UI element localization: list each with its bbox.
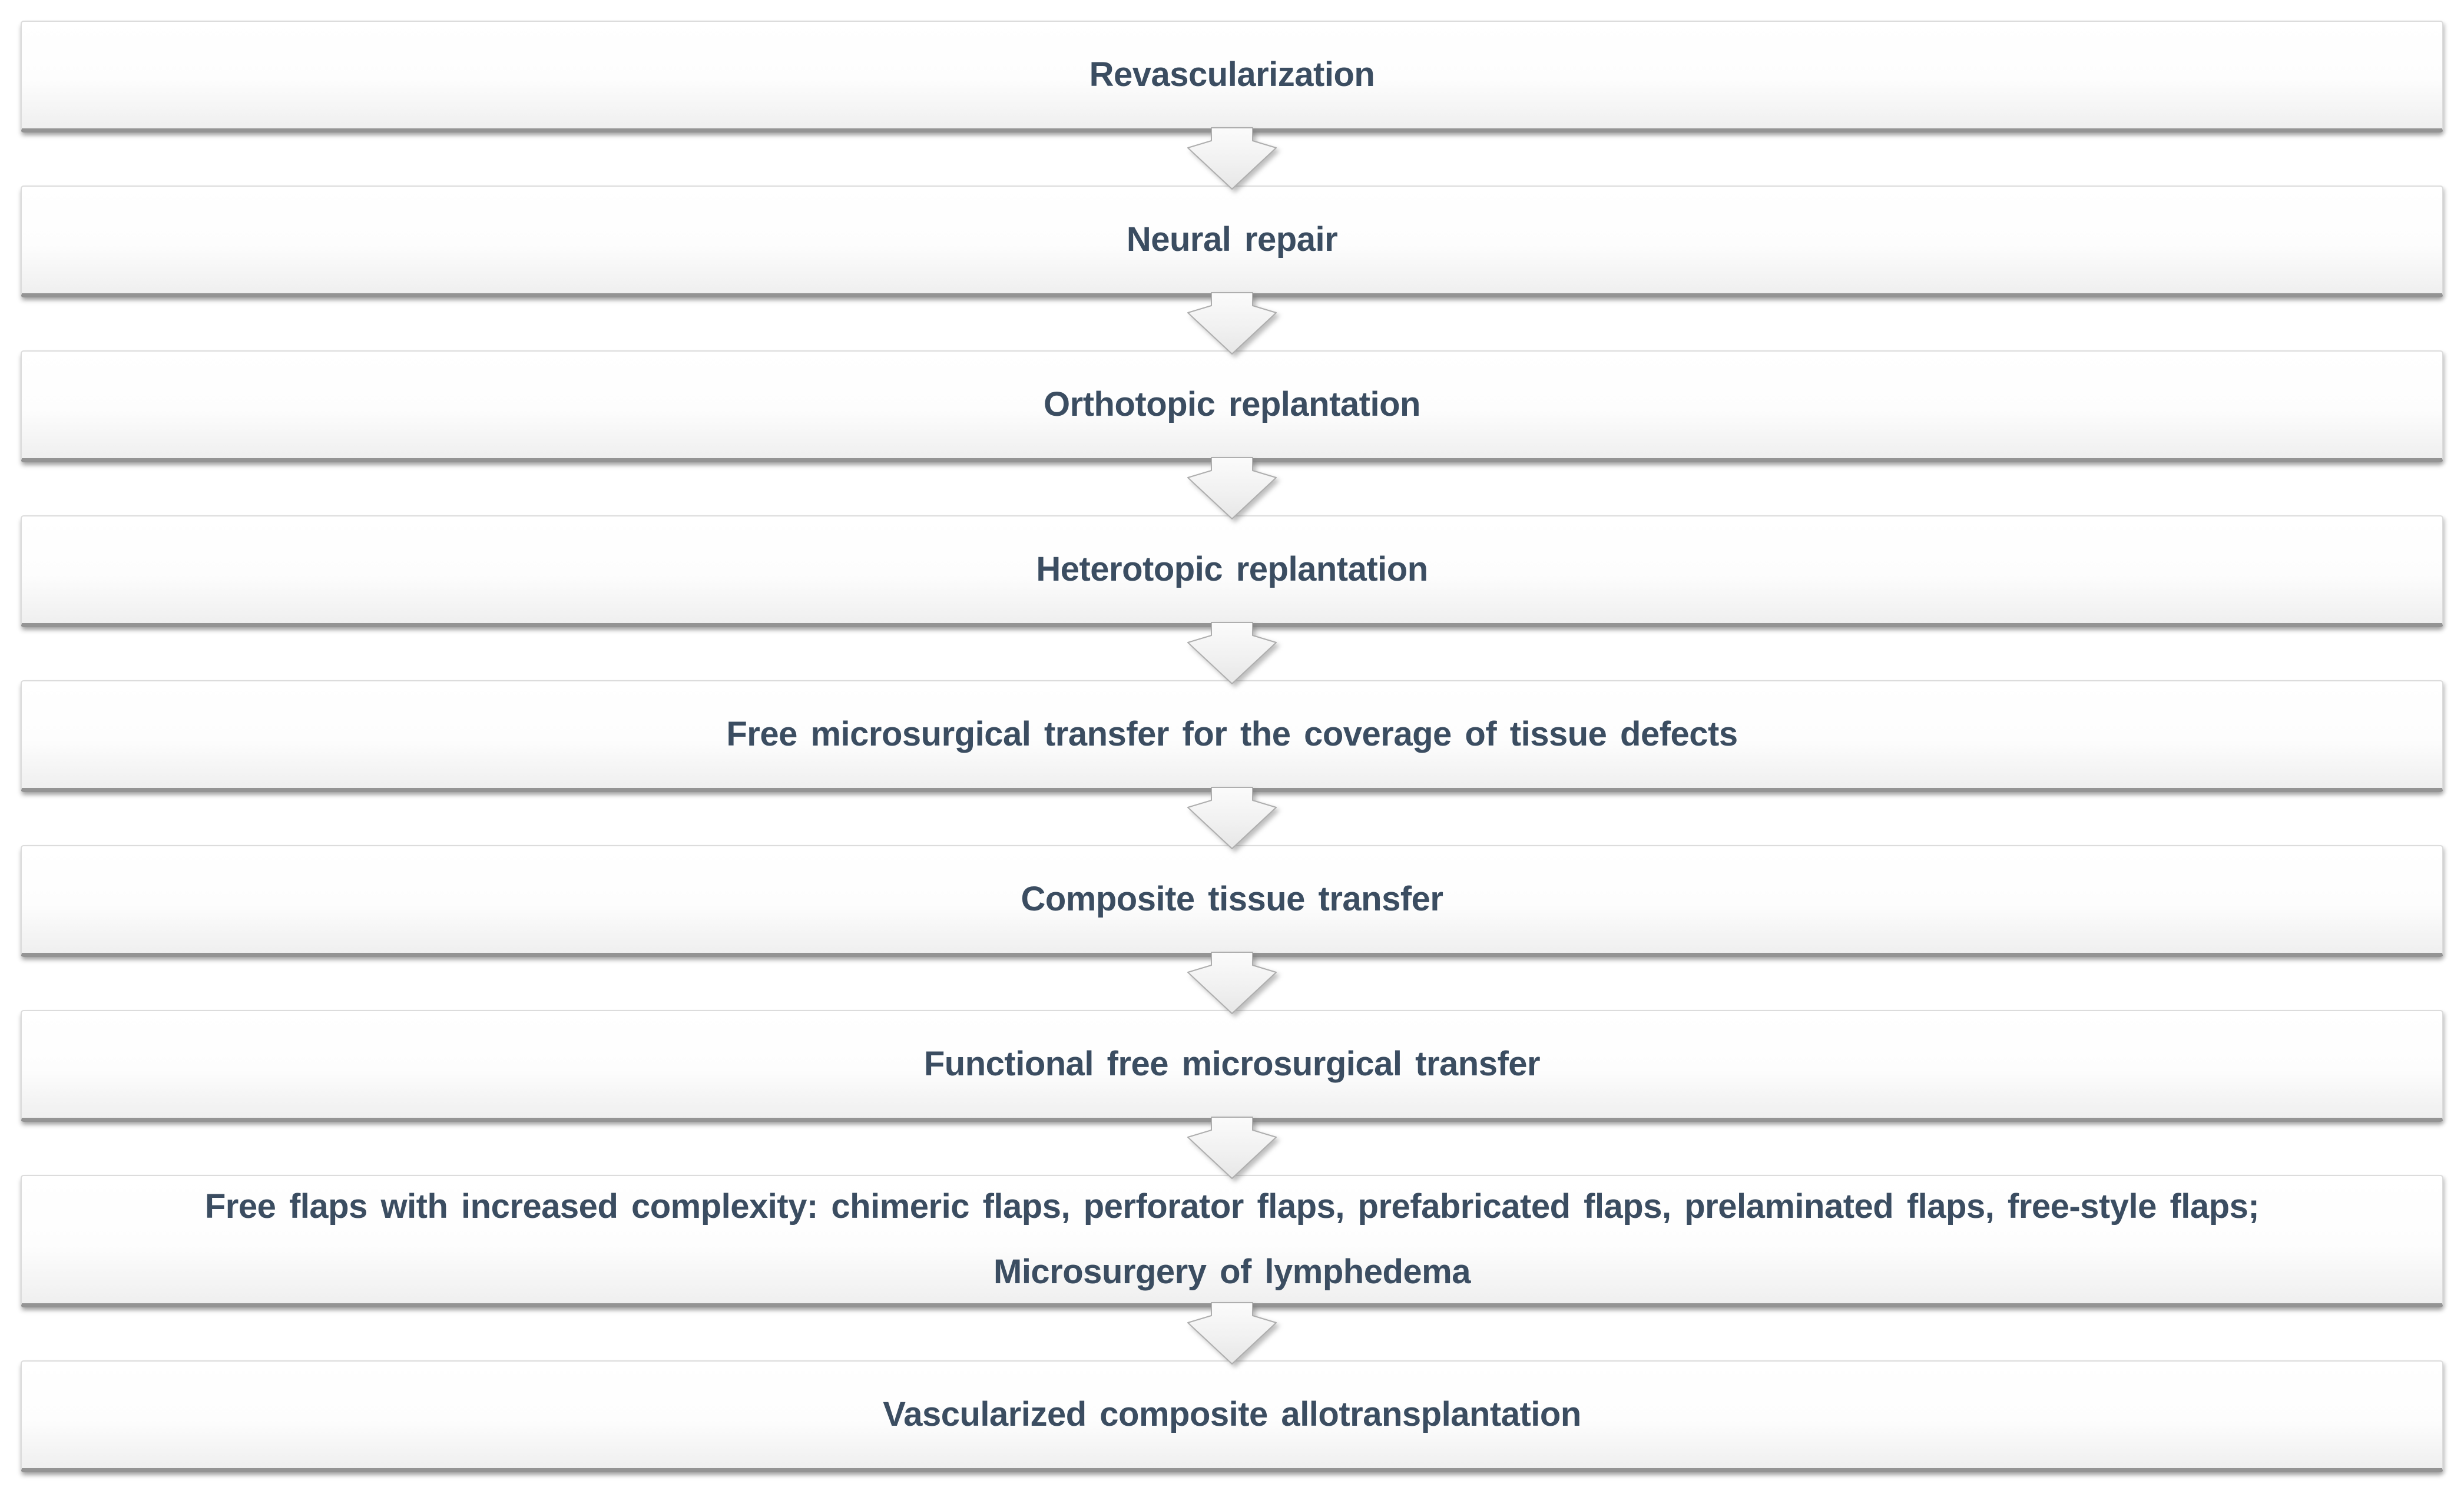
flow-step-label: Vascularized composite allotransplantati… — [883, 1395, 1581, 1434]
connector-8 — [0, 1302, 2464, 1365]
connector-2 — [0, 292, 2464, 355]
down-arrow-icon — [1187, 1117, 1277, 1179]
flow-step-label: Free microsurgical transfer for the cove… — [726, 715, 1738, 754]
flow-step-free-microsurgical-transfer: Free microsurgical transfer for the cove… — [21, 680, 2443, 792]
flow-step-label: Microsurgery of lymphedema — [993, 1253, 1471, 1291]
down-arrow-icon — [1187, 622, 1277, 684]
down-arrow-icon — [1187, 127, 1277, 190]
flow-step-label: Free flaps with increased complexity: ch… — [204, 1187, 2260, 1226]
down-arrow-icon — [1187, 952, 1277, 1014]
flow-step-label: Functional free microsurgical transfer — [923, 1045, 1541, 1084]
flow-step-revascularization: Revascularization — [21, 21, 2443, 133]
flow-step-neural-repair: Neural repair — [21, 186, 2443, 297]
flow-step-label: Composite tissue transfer — [1021, 880, 1443, 919]
down-arrow-icon — [1187, 1302, 1277, 1365]
flow-step-label: Orthotopic replantation — [1044, 385, 1420, 424]
down-arrow-icon — [1187, 457, 1277, 519]
flow-step-label: Revascularization — [1089, 55, 1375, 94]
flow-step-complex-free-flaps: Free flaps with increased complexity: ch… — [21, 1175, 2443, 1307]
connector-1 — [0, 127, 2464, 190]
flow-step-composite-tissue-transfer: Composite tissue transfer — [21, 845, 2443, 957]
connector-4 — [0, 622, 2464, 684]
connector-7 — [0, 1117, 2464, 1179]
connector-3 — [0, 457, 2464, 519]
flow-step-label: Neural repair — [1126, 220, 1338, 259]
flow-step-heterotopic-replantation: Heterotopic replantation — [21, 515, 2443, 627]
flow-step-label: Heterotopic replantation — [1036, 550, 1428, 589]
flow-step-orthotopic-replantation: Orthotopic replantation — [21, 350, 2443, 462]
flow-step-functional-free-transfer: Functional free microsurgical transfer — [21, 1010, 2443, 1122]
flow-step-vascularized-composite-allotransplantation: Vascularized composite allotransplantati… — [21, 1360, 2443, 1472]
down-arrow-icon — [1187, 787, 1277, 849]
down-arrow-icon — [1187, 292, 1277, 355]
connector-5 — [0, 787, 2464, 849]
connector-6 — [0, 952, 2464, 1014]
